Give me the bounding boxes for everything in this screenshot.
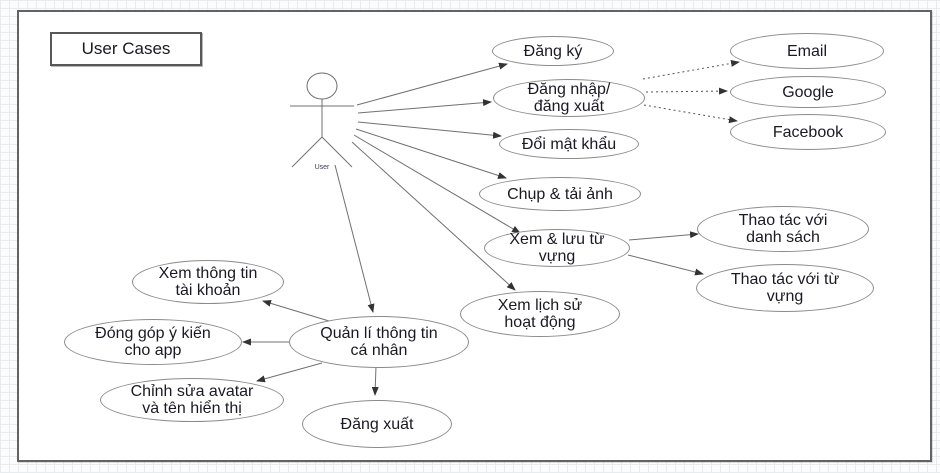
diagram-title-box[interactable]: User Cases — [50, 32, 202, 66]
edge-xem-luu-to-thao-tac-tu-vung — [627, 254, 704, 276]
usecase-quan-li-thong-tin[interactable]: Quản lí thông tin cá nhân — [289, 316, 469, 368]
usecase-google[interactable]: Google — [730, 76, 886, 108]
edge-dang-nhap-to-facebook — [643, 104, 738, 124]
usecase-facebook[interactable]: Facebook — [730, 114, 886, 150]
edge-user-to-doi-mat-khau — [357, 121, 502, 139]
usecase-dang-nhap-dang-xuat[interactable]: Đăng nhập/ đăng xuất — [493, 79, 645, 117]
edge-user-to-chup-tai-anh — [355, 128, 507, 179]
usecase-thao-tac-voi-tu-vung[interactable]: Thao tác với từ vựng — [696, 264, 874, 312]
actor-user[interactable] — [290, 72, 354, 168]
edge-quan-li-to-chinh-sua — [256, 362, 323, 383]
edge-user-to-dang-ky — [356, 62, 508, 106]
usecase-thao-tac-voi-danh-sach[interactable]: Thao tác với danh sách — [697, 206, 869, 252]
edge-dang-nhap-to-google — [645, 87, 728, 95]
usecase-xem-luu-tu-vung[interactable]: Xem & lưu từ vựng — [484, 229, 630, 267]
edge-user-to-dang-nhap — [357, 99, 492, 114]
usecase-dong-gop-y-kien[interactable]: Đóng góp ý kiến cho app — [64, 319, 242, 365]
usecase-dang-xuat[interactable]: Đăng xuất — [302, 400, 452, 448]
edge-user-to-xem-lich-su — [351, 141, 516, 291]
edge-dang-nhap-to-email — [642, 59, 740, 80]
edge-xem-luu-to-thao-tac-danh-sach — [628, 231, 699, 241]
usecase-doi-mat-khau[interactable]: Đổi mật khẩu — [499, 129, 639, 159]
edge-user-to-xem-luu-tu-vung — [353, 134, 521, 234]
usecase-xem-lich-su-hoat-dong[interactable]: Xem lịch sử hoạt động — [460, 291, 620, 337]
usecase-chup-tai-anh[interactable]: Chụp & tải ảnh — [479, 177, 641, 211]
actor-leg-left — [291, 136, 323, 168]
diagram-canvas: User Cases User Đăng ký Đăng nhập/ đăng … — [17, 10, 932, 462]
actor-head — [306, 72, 338, 100]
usecase-email[interactable]: Email — [730, 33, 884, 69]
usecase-chinh-sua-avatar[interactable]: Chỉnh sửa avatar và tên hiển thị — [100, 378, 284, 422]
diagram-title: User Cases — [81, 39, 171, 58]
edge-quan-li-to-dang-xuat — [371, 365, 379, 396]
edge-quan-li-to-xem-thong-tin — [262, 299, 330, 322]
actor-label: User — [314, 164, 330, 171]
edge-user-to-quan-li — [334, 164, 375, 313]
usecase-dang-ky[interactable]: Đăng ký — [492, 36, 614, 66]
diagram-edges-layer — [242, 59, 740, 396]
usecase-xem-thong-tin-tai-khoan[interactable]: Xem thông tin tài khoản — [132, 260, 284, 304]
actor-leg-right — [321, 136, 353, 168]
